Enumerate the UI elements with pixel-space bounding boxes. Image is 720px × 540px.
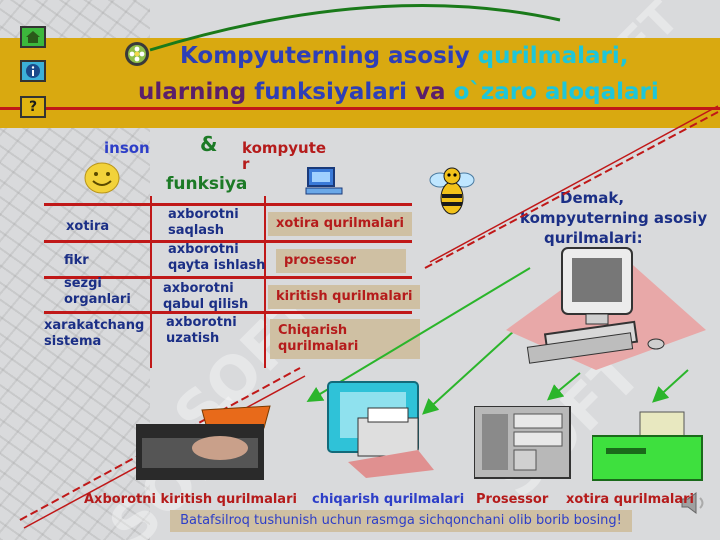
info-icon — [25, 63, 41, 79]
bee-icon — [426, 160, 478, 226]
storage-device-picture[interactable] — [591, 410, 704, 486]
info-button[interactable] — [20, 60, 46, 82]
label-processor: Prosessor — [476, 492, 549, 507]
decorative-swoosh — [149, 3, 561, 52]
help-icon: ? — [28, 99, 38, 115]
page-title-line2: ularning funksiyalari va o`zaro aloqalar… — [138, 79, 659, 105]
title-highlight: qurilmalari, — [477, 43, 629, 69]
page-title-line1: Kompyuterning asosiy qurilmalari, — [180, 43, 629, 69]
summary-text: Demak, kompyuterning asosiy qurilmalari: — [520, 189, 708, 247]
label-input-devices: Axborotni kiritish qurilmalari — [84, 492, 297, 507]
title-band — [0, 38, 720, 128]
label-output-devices: chiqarish qurilmalari — [312, 492, 465, 507]
kompyuter-header: kompyute r — [242, 139, 327, 173]
human-label-xotira: xotira — [66, 219, 110, 234]
help-button[interactable]: ? — [20, 96, 46, 118]
ampersand: & — [200, 132, 218, 156]
row-divider — [44, 311, 412, 314]
device-box-prosessor[interactable]: prosessor — [276, 249, 406, 273]
home-button[interactable] — [20, 26, 46, 48]
funksiya-header: funksiya — [166, 174, 248, 194]
column-divider — [264, 196, 266, 368]
divider — [0, 107, 150, 110]
small-computer-icon — [304, 166, 344, 200]
hint-text: Batafsilroq tushunish uchun rasmga sichq… — [170, 510, 632, 532]
label-storage-devices: xotira qurilmalari — [566, 492, 694, 507]
row-divider — [44, 276, 412, 279]
inson-header: inson — [104, 139, 150, 157]
device-box-xotira[interactable]: xotira qurilmalari — [268, 212, 412, 236]
row-divider — [44, 240, 412, 243]
keyboard-scanner-picture[interactable] — [136, 402, 276, 486]
home-icon — [25, 30, 41, 44]
speaker-icon[interactable] — [678, 490, 708, 520]
column-divider — [150, 196, 152, 368]
human-label-fikr: fikr — [64, 253, 89, 268]
processor-picture[interactable] — [473, 405, 574, 484]
monitor-printer-picture[interactable] — [318, 378, 436, 482]
row-divider — [44, 203, 412, 206]
flower-bullet-icon — [124, 41, 150, 71]
device-box-kiritish[interactable]: kiritish qurilmalari — [268, 285, 421, 309]
title-underline — [0, 107, 720, 110]
computer-picture[interactable] — [506, 240, 706, 374]
smiley-icon — [84, 162, 120, 198]
